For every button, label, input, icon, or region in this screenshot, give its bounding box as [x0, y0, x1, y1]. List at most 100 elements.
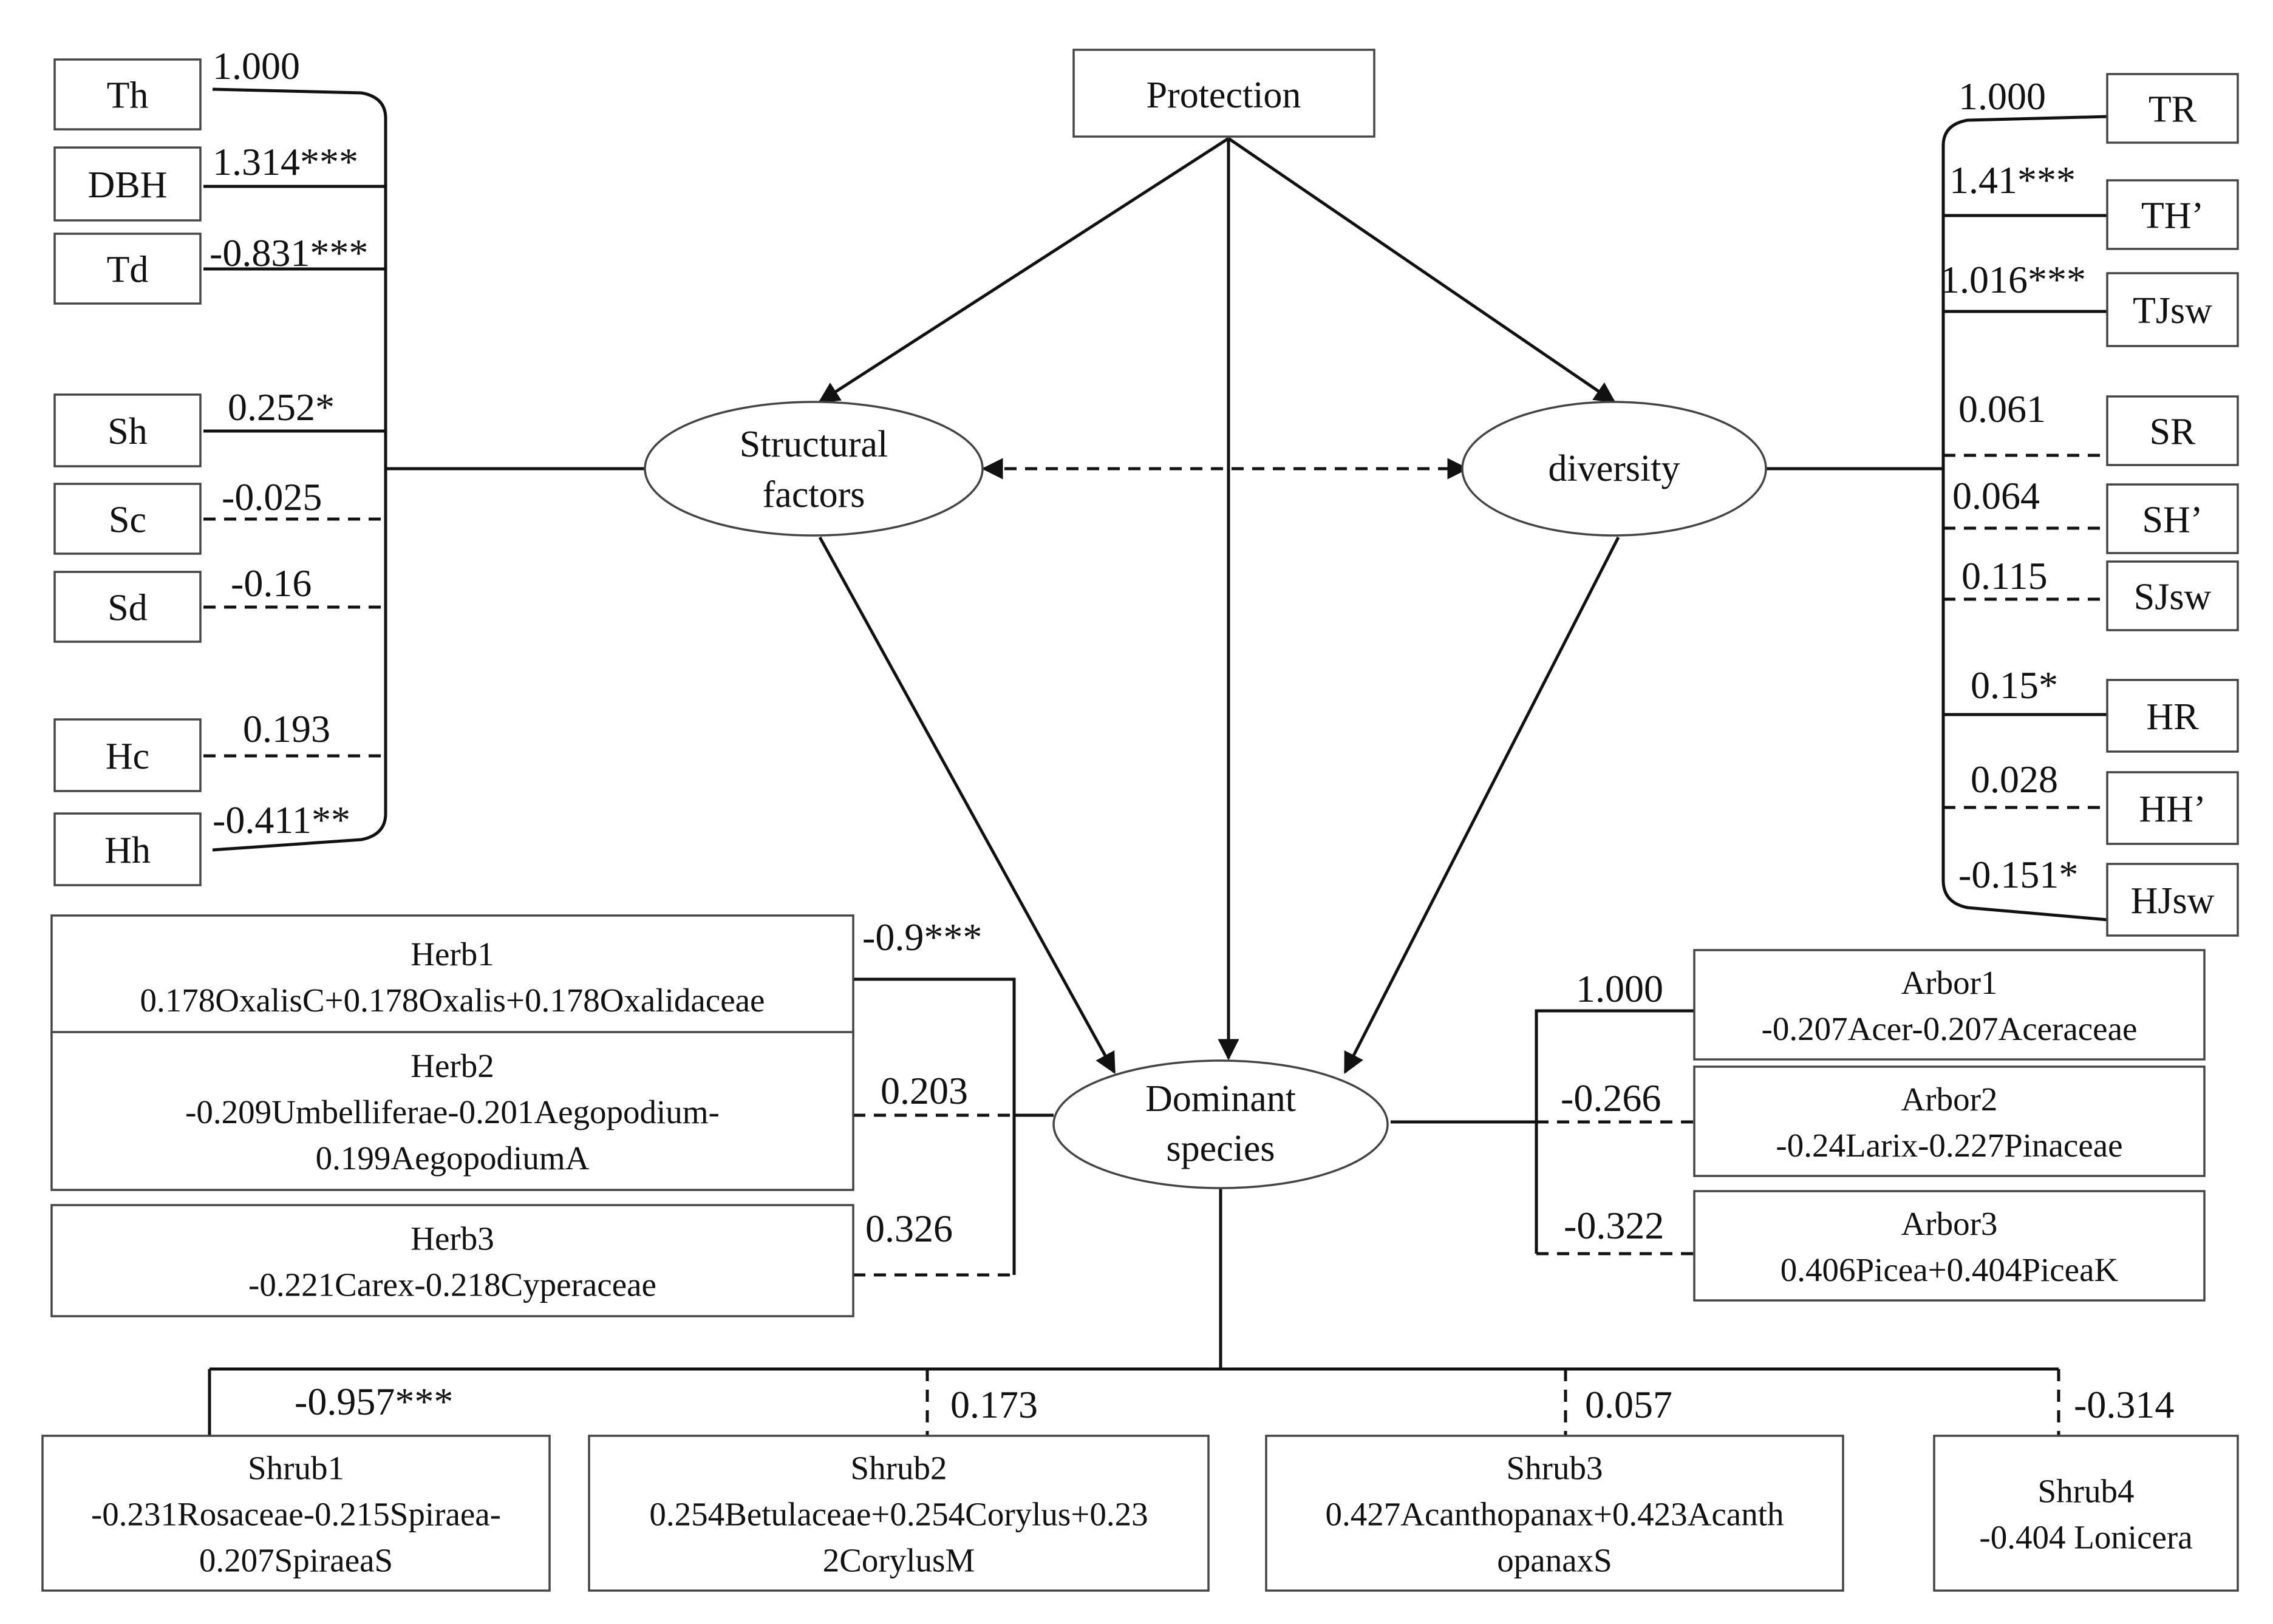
- herb-title: Herb1: [411, 936, 494, 973]
- indicator-label: SR: [2150, 412, 2196, 453]
- arbor-connectors: [1391, 1009, 1694, 1255]
- indicator-label: SH’: [2142, 500, 2203, 541]
- loading-coefficient: 0.193: [243, 707, 330, 750]
- indicator-label: Hc: [106, 736, 149, 777]
- loading-coefficient: 0.15*: [1971, 664, 2058, 707]
- indicator-label: DBH: [88, 165, 168, 206]
- structural-label-line1: Structural: [740, 424, 888, 465]
- herb-box: [50, 914, 854, 1038]
- left-indicator-2: Td-0.831***: [53, 231, 368, 305]
- indicator-label: TH’: [2141, 195, 2204, 237]
- arbor-formula-line: 0.406Picea+0.404PiceaK: [1781, 1251, 2119, 1288]
- indicator-label: TJsw: [2133, 290, 2212, 331]
- right-indicator-0: TR1.000: [1958, 73, 2239, 144]
- indicator-label: Th: [107, 75, 149, 117]
- shrub-title: Shrub4: [2038, 1473, 2135, 1510]
- left-indicator-5: Sd -0.16: [53, 562, 312, 643]
- loading-coefficient: -0.411**: [213, 798, 350, 841]
- indicator-box: [53, 812, 202, 886]
- shrub-4: Shrub4 -0.404 Lonicera -0.314: [1933, 1383, 2239, 1592]
- herb-coefficient: 0.326: [865, 1207, 953, 1250]
- shrub-connectors: [208, 1187, 2060, 1436]
- shrub-box: [1933, 1435, 2239, 1592]
- loading-coefficient: 0.028: [1971, 758, 2058, 801]
- indicator-box: [2106, 179, 2239, 250]
- loading-coefficient: 0.252*: [228, 386, 335, 429]
- herb-2: Herb2-0.209Umbelliferae-0.201Aegopodium-…: [50, 1031, 968, 1191]
- shrub-coefficient: 0.057: [1585, 1383, 1672, 1426]
- shrub-1: Shrub1-0.231Rosaceae-0.215Spiraea-0.207S…: [41, 1380, 551, 1592]
- indicator-box: [2106, 395, 2239, 466]
- herb-box: [50, 1031, 854, 1191]
- herb-coefficient: 0.203: [881, 1069, 968, 1112]
- indicator-label: HJsw: [2131, 880, 2215, 922]
- shrub-coefficient: -0.314: [2074, 1383, 2174, 1426]
- shrub-2: Shrub20.254Betulaceae+0.254Corylus+0.232…: [588, 1383, 1210, 1592]
- shrub-formula-line: opanaxS: [1497, 1542, 1612, 1579]
- indicator-box: [2106, 483, 2239, 554]
- arbor-coefficient: 1.000: [1576, 967, 1663, 1010]
- arbor-formula-line: -0.24Larix-0.227Pinaceae: [1776, 1127, 2122, 1164]
- indicator-label: Sh: [107, 411, 147, 452]
- protection-label: Protection: [1147, 75, 1301, 116]
- indicator-label: HR: [2146, 696, 2199, 738]
- shrub-boxes: Shrub1-0.231Rosaceae-0.215Spiraea-0.207S…: [41, 1380, 2239, 1592]
- indicator-box: [53, 718, 202, 792]
- shrub-formula-line: -0.404 Lonicera: [1979, 1519, 2192, 1556]
- left-indicator-6: Hc 0.193: [53, 707, 330, 792]
- right-indicator-4: SH’ 0.064: [1952, 474, 2239, 554]
- herb-formula-line: 0.178OxalisC+0.178Oxalis+0.178Oxalidacea…: [140, 982, 765, 1019]
- loading-coefficient: 1.000: [1958, 75, 2046, 118]
- indicator-box: [53, 146, 202, 222]
- shrub-box: [41, 1435, 551, 1592]
- loading-coefficient: 0.061: [1958, 387, 2046, 430]
- arbor-title: Arbor2: [1901, 1081, 1998, 1118]
- right-connectors: [1764, 115, 2108, 922]
- right-indicator-3: SR 0.061: [1958, 387, 2239, 466]
- loading-coefficient: 1.000: [213, 44, 300, 87]
- shrub-title: Shrub1: [248, 1450, 344, 1487]
- indicator-box: [2106, 679, 2239, 753]
- shrub-title: Shrub3: [1507, 1450, 1603, 1487]
- loading-coefficient: -0.16: [231, 562, 312, 605]
- left-indicator-7: Hh -0.411**: [53, 798, 350, 886]
- left-indicator-0: Th 1.000: [53, 44, 300, 131]
- arbor-coefficient: -0.266: [1561, 1076, 1661, 1119]
- right-indicator-1: TH’1.41***: [1949, 158, 2239, 250]
- arbor-formula-line: -0.207Acer-0.207Aceraceae: [1762, 1010, 2138, 1047]
- right-indicator-7: HH’0.028: [1971, 758, 2239, 845]
- dominant-label-line1: Dominant: [1145, 1078, 1296, 1119]
- herb-boxes: Herb1 0.178OxalisC+0.178Oxalis+0.178Oxali…: [50, 914, 982, 1317]
- herb-title: Herb2: [411, 1047, 494, 1084]
- loading-coefficient: 0.064: [1952, 474, 2040, 517]
- protection-node: Protection: [1072, 49, 1375, 138]
- herb-connectors: [853, 977, 1054, 1277]
- arbor-box: [1693, 1190, 2206, 1302]
- indicator-label: Hh: [104, 830, 151, 871]
- indicator-box: [2106, 560, 2239, 631]
- shrub-formula-line: -0.231Rosaceae-0.215Spiraea-: [91, 1496, 501, 1533]
- shrub-formula-line: 0.254Betulaceae+0.254Corylus+0.23: [649, 1496, 1148, 1533]
- indicator-label: Sc: [109, 500, 146, 541]
- diversity-label: diversity: [1549, 448, 1680, 489]
- shrub-box: [1265, 1435, 1844, 1592]
- arrow-protection-to-structural: [818, 137, 1230, 404]
- arrow-diversity-to-dominant: [1343, 536, 1620, 1075]
- indicator-box: [2106, 73, 2239, 144]
- indicator-label: Sd: [107, 588, 147, 629]
- indicator-label: Td: [107, 250, 149, 291]
- left-indicator-3: Sh 0.252*: [53, 386, 335, 467]
- arbor-2: Arbor2 -0.24Larix-0.227Pinaceae -0.266: [1561, 1065, 2206, 1177]
- path-arrows: [818, 137, 1620, 1075]
- shrub-coefficient: -0.957***: [295, 1380, 453, 1423]
- diversity-node: diversity: [1461, 401, 1767, 537]
- dominant-species-node: Dominant species: [1052, 1059, 1389, 1189]
- structural-label-line2: factors: [763, 474, 865, 515]
- left-connectors: [203, 87, 650, 852]
